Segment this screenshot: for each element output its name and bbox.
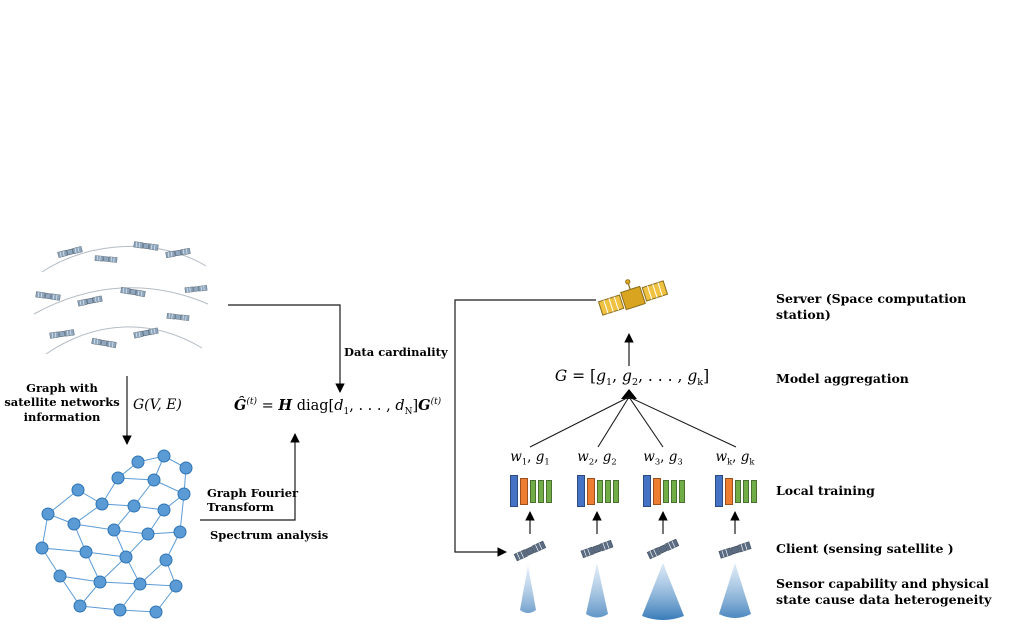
aggregation-formula: G = [g1, g2, . . . , gk]: [554, 367, 710, 389]
layer-bar: [671, 479, 677, 503]
client-model-label-3: w3, g3: [643, 449, 683, 467]
annotation-local-training: Local training: [776, 483, 875, 498]
aggregation-fan: [529, 389, 737, 448]
client-upload-arrows: [525, 511, 740, 534]
annotation-model-aggregation: Model aggregation: [776, 371, 909, 386]
layer-bar: [605, 479, 611, 503]
layer-bar: [743, 479, 749, 503]
graph-fourier-arrow: [200, 433, 300, 521]
client-model-label-k: wk, gk: [715, 449, 755, 467]
layer-bar: [663, 479, 669, 503]
sensing-beam-cones: [520, 563, 751, 620]
annotation-server: Server (Space computation station): [776, 291, 967, 323]
server-to-client-broadcast-line: [454, 299, 596, 557]
layer-bar: [735, 479, 741, 503]
layer-bar: [530, 479, 536, 503]
satellite-network-graph: [35, 449, 193, 619]
constellation-caption: Graph with satellite networks informatio…: [4, 381, 120, 424]
data-cardinality-label: Data cardinality: [344, 345, 448, 359]
satellite-constellation: [33, 241, 209, 355]
layer-bar: [725, 477, 733, 505]
layer-bar: [510, 475, 518, 507]
local-model-stack-k: [715, 474, 757, 508]
graph-symbol: G(V, E): [133, 397, 182, 413]
layer-bar: [577, 475, 585, 507]
graph-fourier-transform-label: Graph Fourier Transform: [207, 486, 299, 515]
layer-bar: [751, 479, 757, 503]
local-model-stack-2: [577, 474, 619, 508]
annotation-heterogeneity: Sensor capability and physical state cau…: [776, 576, 992, 608]
layer-bar: [520, 477, 528, 505]
client-satellite-icons: [513, 538, 752, 562]
layer-bar: [679, 479, 685, 503]
layer-bar: [643, 475, 651, 507]
layer-bar: [538, 479, 544, 503]
layer-bar: [715, 475, 723, 507]
layer-bar: [653, 477, 661, 505]
layer-bar: [587, 477, 595, 505]
server-satellite-icon: [597, 279, 669, 316]
layer-bar: [597, 479, 603, 503]
gft-formula: Ĝ(t) = H diag[d1, . . . , dN]G(t): [234, 397, 442, 417]
local-model-stack-1: [510, 474, 552, 508]
client-model-label-1: w1, g1: [510, 449, 550, 467]
layer-bar: [546, 479, 552, 503]
client-model-label-2: w2, g2: [577, 449, 617, 467]
annotation-client: Client (sensing satellite ): [776, 541, 954, 556]
spectrum-analysis-label: Spectrum analysis: [210, 528, 329, 542]
layer-bar: [613, 479, 619, 503]
local-model-stack-3: [643, 474, 685, 508]
data-cardinality-arrow: [228, 304, 345, 393]
